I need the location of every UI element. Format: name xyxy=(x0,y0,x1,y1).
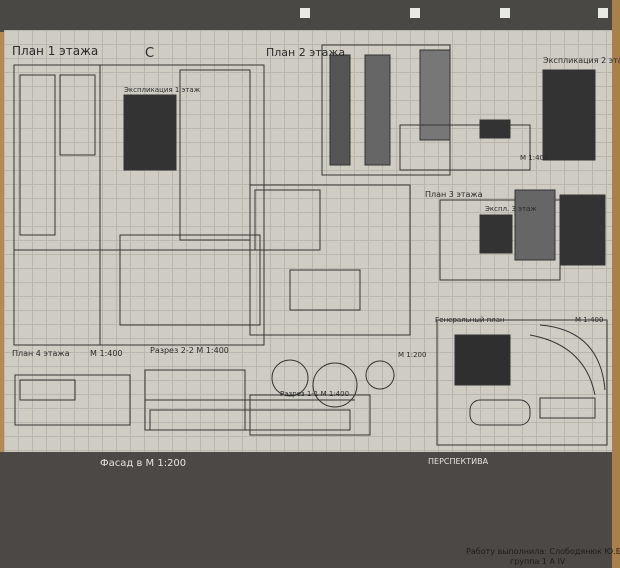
author-credit: Работу выполнила: Слободянюк Ю.Б. xyxy=(466,547,620,556)
explication1-title: Экспликация 1 этаж xyxy=(124,86,201,94)
section-1-1-title: Разрез 1-1 М 1:400 xyxy=(280,390,350,398)
explication2-title: Экспликация 2 этаж xyxy=(543,56,620,65)
facade-title: Фасад в М 1:200 xyxy=(100,458,187,469)
explication2-table xyxy=(542,69,596,161)
plan1-scale: М 1:200 xyxy=(398,351,427,359)
building-model xyxy=(454,334,511,386)
explication3-title: Экспл. 3 этаж xyxy=(485,205,537,213)
north-arrow-label: С xyxy=(145,46,155,61)
top-board-strip xyxy=(0,0,612,32)
plan4-title: План 4 этажа xyxy=(12,349,70,358)
group-label: группа 1 А IV xyxy=(510,557,566,566)
general-plan-title: Генеральный план xyxy=(435,316,505,324)
cork-board xyxy=(612,0,620,568)
plan1-title: План 1 этажа xyxy=(12,44,99,58)
explication1-table xyxy=(123,94,177,171)
general-plan-scale: М 1:400 xyxy=(575,316,604,324)
plan3-title: План 3 этажа xyxy=(425,190,483,199)
plan2-scale: М 1:400 xyxy=(520,154,549,162)
section-2-2-title: Разрез 2-2 М 1:400 xyxy=(150,346,229,355)
plan1-outline xyxy=(13,64,265,346)
perspective-title: ПЕРСПЕКТИВА xyxy=(428,457,489,466)
plan2-title: План 2 этажа xyxy=(266,46,346,59)
presentation-board xyxy=(0,452,612,568)
plan4-scale: М 1:400 xyxy=(90,349,123,358)
